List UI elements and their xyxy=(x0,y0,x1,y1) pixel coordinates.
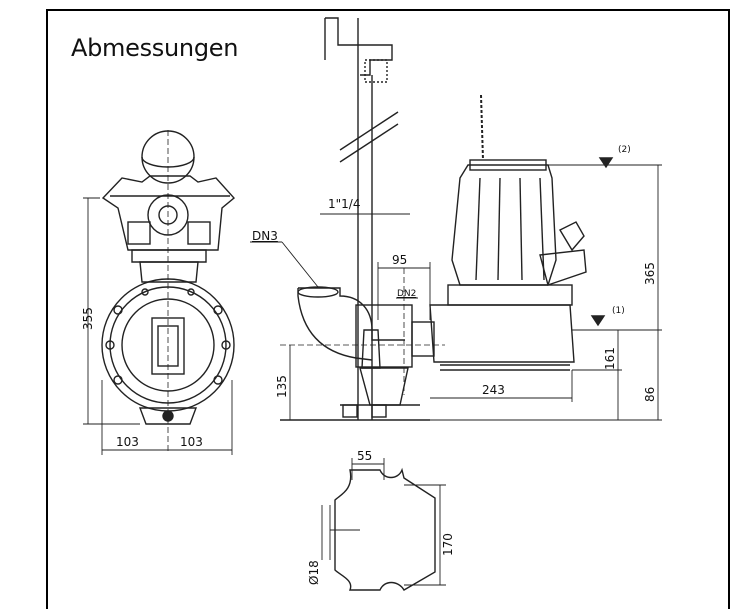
dim-front-half-left: 103 xyxy=(116,435,139,449)
label-level-1: (1) xyxy=(612,306,625,316)
drawing-frame xyxy=(46,9,730,609)
dim-height-86: 86 xyxy=(643,387,657,402)
dim-height-161: 161 xyxy=(603,347,617,370)
label-dn-inlet: DN3 xyxy=(252,229,278,243)
dim-front-height: 355 xyxy=(81,307,95,330)
dim-height-365: 365 xyxy=(643,262,657,285)
label-level-2: (2) xyxy=(618,145,631,155)
front-view xyxy=(83,130,236,455)
foot-detail xyxy=(321,458,446,591)
page-title: Abmessungen xyxy=(71,34,239,62)
dim-front-half-right: 103 xyxy=(180,435,203,449)
dim-height-135: 135 xyxy=(275,375,289,398)
label-dn-outlet: DN2 xyxy=(397,289,416,299)
dim-length-243: 243 xyxy=(482,383,505,397)
dim-pipe-size: 1"1/4 xyxy=(328,197,360,211)
dim-foot-hole: Ø18 xyxy=(307,560,321,585)
dim-offset-95: 95 xyxy=(392,253,407,267)
side-view xyxy=(250,17,662,421)
dim-foot-55: 55 xyxy=(357,449,372,463)
dim-foot-170: 170 xyxy=(441,533,455,556)
